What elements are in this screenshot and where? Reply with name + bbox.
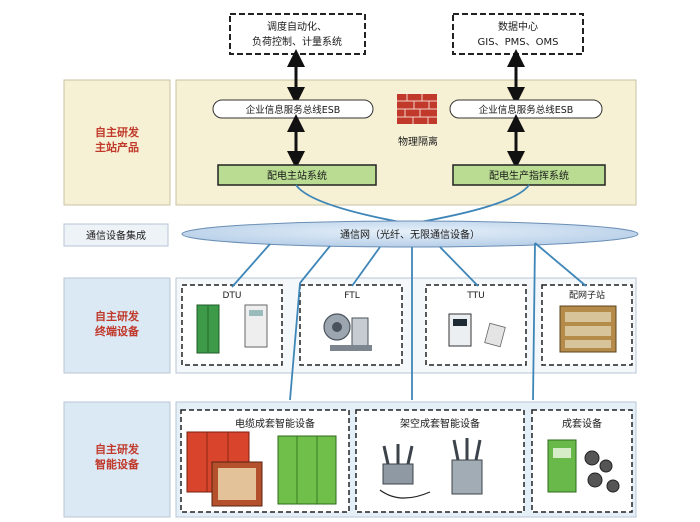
top-system-right-line2: GIS、PMS、OMS <box>478 37 559 48</box>
top-system-left-line1: 调度自动化、 <box>267 20 327 33</box>
group-cable: 电缆成套智能设备 <box>180 409 350 513</box>
complete-set-icon <box>547 439 620 493</box>
master-band-label-line2: 主站产品 <box>95 140 139 154</box>
top-system-right: 数据中心 GIS、PMS、OMS <box>452 13 584 55</box>
network-ellipse: 通信网（光纤、无限通信设备） <box>181 220 639 248</box>
terminal-band-label-line2: 终端设备 <box>95 324 140 338</box>
network-label: 通信网（光纤、无限通信设备） <box>340 228 480 241</box>
device-ftl: FTL <box>299 284 403 366</box>
group-overhead: 架空成套智能设备 <box>355 409 525 513</box>
station-left: 配电主站系统 <box>217 164 377 186</box>
top-system-left-line2: 负荷控制、计量系统 <box>252 35 342 48</box>
smart-band-label-line1: 自主研发 <box>95 442 140 456</box>
group-complete: 成套设备 <box>531 409 633 513</box>
esb-left-label: 企业信息服务总线ESB <box>246 104 341 116</box>
comm-band-label: 通信设备集成 <box>86 229 146 242</box>
top-system-right-line1: 数据中心 <box>498 20 538 33</box>
device-ftl-label: FTL <box>344 291 360 301</box>
station-right: 配电生产指挥系统 <box>452 164 606 186</box>
station-left-label: 配电主站系统 <box>267 169 327 182</box>
cable-cabinets-icon <box>186 431 337 507</box>
firewall-icon <box>397 94 437 124</box>
master-band: 自主研发 主站产品 <box>63 79 637 206</box>
station-right-label: 配电生产指挥系统 <box>489 169 569 182</box>
ttu-meter-icon <box>448 313 472 347</box>
device-ttu-label: TTU <box>466 291 484 301</box>
firewall-label: 物理隔离 <box>398 135 438 148</box>
smart-band-label-line2: 智能设备 <box>95 457 140 471</box>
device-dtu-label: DTU <box>222 291 241 301</box>
esb-right: 企业信息服务总线ESB <box>449 99 603 119</box>
group-complete-label: 成套设备 <box>562 417 602 430</box>
device-substation: 配网子站 <box>541 284 633 366</box>
device-substation-label: 配网子站 <box>569 289 605 301</box>
network-connections <box>231 242 587 401</box>
group-overhead-label: 架空成套智能设备 <box>400 417 480 430</box>
comm-band: 通信设备集成 <box>63 223 169 247</box>
group-cable-label: 电缆成套智能设备 <box>235 417 315 430</box>
master-band-label-bg <box>63 79 171 206</box>
esb-right-label: 企业信息服务总线ESB <box>479 104 574 116</box>
device-dtu: DTU <box>181 284 283 366</box>
device-ttu: TTU <box>425 284 527 366</box>
master-band-label-line1: 自主研发 <box>95 125 140 139</box>
esb-left: 企业信息服务总线ESB <box>212 99 374 119</box>
overhead-switch-icon <box>379 438 483 499</box>
top-system-left: 调度自动化、 负荷控制、计量系统 <box>229 13 366 55</box>
terminal-band-label-line1: 自主研发 <box>95 309 140 323</box>
station-connections <box>295 184 530 223</box>
